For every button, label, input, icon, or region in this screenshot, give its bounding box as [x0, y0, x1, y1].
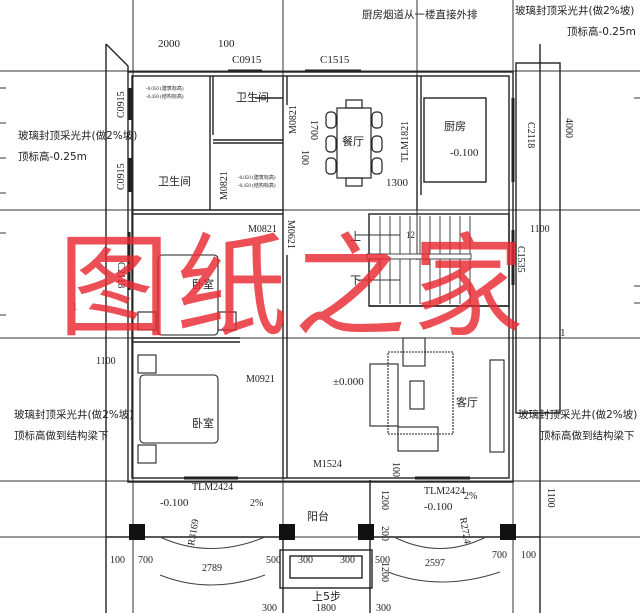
dim-bottom-100-right: 100 — [521, 550, 536, 561]
dim-2000: 2000 — [158, 38, 181, 50]
room-dining: 餐厅 — [342, 134, 364, 148]
window-c2118-right: C2118 — [525, 122, 536, 148]
door-tlm2424-right: TLM2424 — [424, 486, 465, 497]
dim-1100-left: 1100 — [96, 356, 116, 367]
dim-bottom-500-right: 500 — [375, 555, 390, 566]
stair-treads — [358, 216, 472, 304]
slope-right: 2% — [464, 491, 477, 502]
door-m0821-dining: M0821 — [288, 105, 299, 134]
kitchen-level: -0.100 — [450, 147, 479, 159]
dim-bottom-700-right: 700 — [492, 550, 507, 561]
bath-level-2: -0.450 (结构标高) — [146, 93, 184, 100]
dim-v-200: 200 — [379, 526, 390, 541]
dim-v-1200-bottom: 1200 — [379, 562, 390, 582]
axis-1-right: 1 — [560, 327, 566, 339]
dim-100-dining: 100 — [299, 150, 310, 165]
window-c2118-left: C2118 — [115, 262, 126, 288]
dining-table — [325, 99, 383, 187]
dim-bottom-2789: 2789 — [202, 563, 222, 574]
dim-bottom-300-b: 300 — [376, 603, 391, 613]
window-c1535: C1535 — [515, 246, 526, 273]
door-m0921: M0921 — [246, 374, 275, 385]
window-c0915-top: C0915 — [232, 54, 262, 66]
dim-bottom-1800: 1800 — [316, 603, 336, 613]
bay-arcs — [159, 536, 501, 586]
dim-bottom-300-right: 300 — [340, 555, 355, 566]
columns — [129, 524, 516, 540]
dim-bottom-300-left: 300 — [298, 555, 313, 566]
radius-left: R3169 — [186, 518, 201, 546]
dim-bottom-700-left: 700 — [138, 555, 153, 566]
stair-count: 12 — [406, 230, 415, 240]
entry-steps: 上5步 — [312, 590, 341, 603]
door-m0621: M0621 — [285, 220, 296, 249]
walls — [105, 43, 561, 613]
note-skylight-tr-1: 玻璃封顶采光井(做2%坡) — [515, 4, 634, 17]
bath-level-1: -0.050 (建筑标高) — [146, 85, 184, 92]
note-skylight-bl-2: 顶标高做到结构梁下 — [14, 429, 109, 442]
room-balcony: 阳台 — [307, 509, 329, 523]
door-tlm1821: TLM1821 — [400, 121, 411, 162]
living-furniture — [369, 337, 505, 453]
bath2-level-1: -0.050 (建筑标高) — [238, 174, 276, 181]
dim-1300: 1300 — [386, 177, 409, 189]
room-kitchen: 厨房 — [444, 120, 466, 133]
room-living: 客厅 — [456, 395, 478, 409]
dim-100-top: 100 — [218, 38, 235, 50]
note-chimney: 厨房烟道从一楼直接外排 — [362, 8, 478, 21]
windows — [127, 69, 515, 480]
stair-down: 下 — [350, 274, 361, 287]
axis-1-left: 1 — [72, 301, 78, 313]
note-skylight-br-2: 顶标高做到结构梁下 — [540, 429, 635, 442]
bay-level-right: -0.100 — [424, 501, 453, 513]
slope-left: 2% — [250, 498, 263, 509]
note-skylight-tl-2: 顶标高-0.25m — [18, 150, 87, 163]
door-m0821-bath: M0821 — [219, 171, 230, 200]
dim-1700: 1700 — [308, 120, 319, 140]
bath2-level-2: -0.450 (结构标高) — [238, 182, 276, 189]
dim-4000: 4000 — [563, 118, 574, 138]
window-c0915-left-1: C0915 — [116, 91, 127, 118]
note-skylight-tr-2: 顶标高-0.25m — [567, 25, 636, 38]
door-m0821-bed: M0821 — [248, 224, 277, 235]
radius-right: R2724 — [457, 517, 472, 545]
dim-v-1200-top: 1200 — [379, 490, 390, 510]
dim-1100-right-top: 1100 — [530, 224, 550, 235]
note-skylight-tl-1: 玻璃封顶采光井(做2%坡) — [18, 129, 137, 142]
stair-up: 上 — [350, 230, 361, 243]
dim-bottom-2597: 2597 — [425, 558, 445, 569]
living-level: ±0.000 — [333, 376, 364, 388]
room-bathroom-1: 卫生间 — [236, 90, 269, 104]
dim-bottom-100-left: 100 — [110, 555, 125, 566]
window-c0915-left-2: C0915 — [116, 163, 127, 190]
room-bathroom-2: 卫生间 — [158, 174, 191, 188]
bay-level-left: -0.100 — [160, 497, 189, 509]
window-c1515: C1515 — [320, 54, 350, 66]
labels: 2000 100 C0915 C1515 厨房烟道从一楼直接外排 玻璃封顶采光井… — [14, 4, 637, 613]
room-bedroom-2: 卧室 — [192, 416, 214, 430]
room-bedroom-1: 卧室 — [192, 277, 214, 291]
bedroom-furniture — [137, 254, 237, 464]
dim-v-100: 100 — [390, 462, 401, 477]
dim-1100-right-bottom: 1100 — [545, 488, 556, 508]
note-skylight-bl-1: 玻璃封顶采光井(做2%坡) — [14, 408, 133, 421]
door-tlm2424-left: TLM2424 — [192, 482, 233, 493]
dim-bottom-500-left: 500 — [266, 555, 281, 566]
door-m1524: M1524 — [313, 459, 342, 470]
dim-bottom-300-a: 300 — [262, 603, 277, 613]
note-skylight-br-1: 玻璃封顶采光井(做2%坡) — [518, 408, 637, 421]
